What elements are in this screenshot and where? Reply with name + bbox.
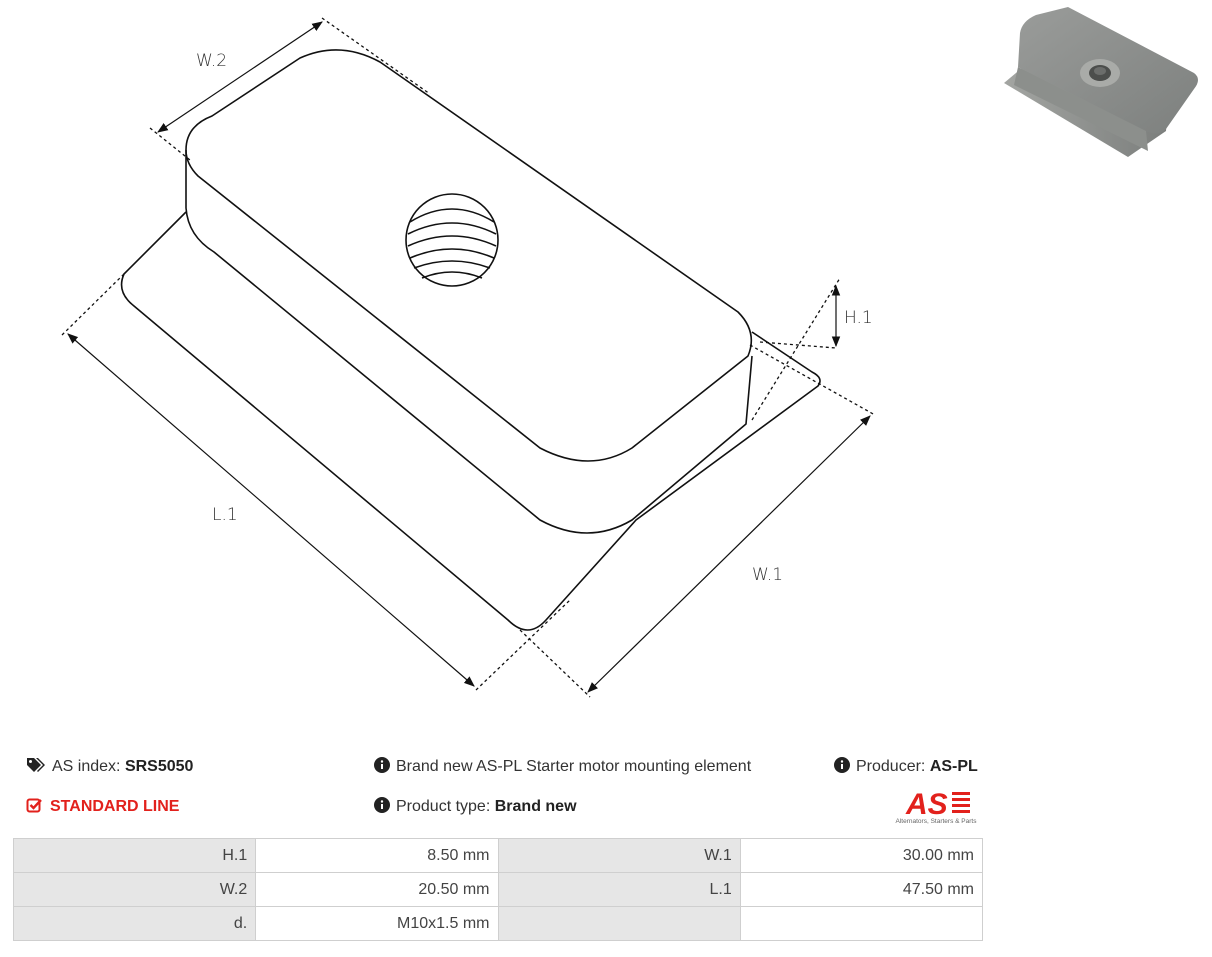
spec-value: 8.50 mm (255, 838, 499, 873)
label-h1: H.1 (844, 308, 873, 328)
description-text: Brand new AS-PL Starter motor mounting e… (396, 758, 752, 775)
spec-key: L.1 (497, 872, 741, 907)
spec-key: d. (12, 906, 257, 941)
body-side-front (185, 150, 753, 534)
table-row: H.1 8.50 mm W.1 30.00 mm (12, 838, 984, 873)
specs-table: H.1 8.50 mm W.1 30.00 mm W.2 20.50 mm L.… (12, 838, 984, 941)
spec-key: W.2 (12, 872, 257, 907)
technical-drawing: W.2 L.1 H.1 W.1 (61, 17, 876, 698)
standard-line-text: STANDARD LINE (50, 798, 180, 815)
product-type: Product type: Brand new (374, 797, 577, 818)
svg-text:AS: AS (905, 788, 948, 821)
product-type-label: Product type: (396, 798, 491, 815)
spec-value (739, 906, 984, 941)
spec-value: 30.00 mm (739, 838, 984, 873)
label-l1: L.1 (212, 505, 238, 525)
label-w2: W.2 (196, 51, 227, 71)
info-circle-icon (834, 757, 850, 778)
as-index-label: AS index: (52, 758, 121, 775)
threaded-hole (405, 193, 499, 287)
table-row: W.2 20.50 mm L.1 47.50 mm (12, 872, 984, 907)
producer-label: Producer: (856, 758, 926, 775)
as-pl-logo: AS Alternators, Starters & Parts (896, 788, 978, 825)
spec-key: W.1 (497, 838, 741, 873)
table-row: d. M10x1.5 mm (12, 906, 984, 941)
as-index-value: SRS5050 (124, 758, 194, 775)
product-photo (1004, 7, 1198, 157)
spec-key (497, 906, 741, 941)
info-circle-icon (374, 757, 390, 778)
producer: Producer: AS-PL (834, 757, 978, 778)
base-plate-outline (120, 211, 821, 631)
description: Brand new AS-PL Starter motor mounting e… (374, 757, 751, 778)
tags-icon (26, 757, 46, 778)
spec-value: 47.50 mm (739, 872, 984, 907)
label-w1: W.1 (752, 565, 783, 585)
body-top-face (185, 49, 753, 462)
producer-value: AS-PL (929, 758, 978, 775)
info-circle-icon (374, 797, 390, 818)
spec-key: H.1 (12, 838, 257, 873)
standard-line-badge: STANDARD LINE (26, 797, 179, 818)
spec-value: 20.50 mm (255, 872, 499, 907)
spec-value: M10x1.5 mm (255, 906, 499, 941)
as-index: AS index: SRS5050 (26, 757, 193, 778)
svg-text:Alternators, Starters & Parts: Alternators, Starters & Parts (896, 818, 978, 825)
product-type-value: Brand new (494, 798, 577, 815)
check-square-icon (26, 797, 42, 818)
